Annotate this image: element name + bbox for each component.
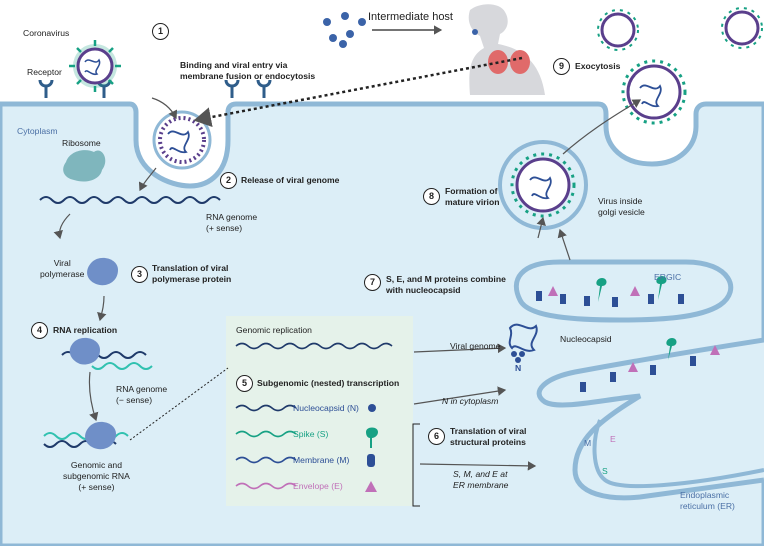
virus-inside-golgi-label: Virus inside golgi vesicle bbox=[598, 196, 645, 217]
step-6-text: Translation of viral structural proteins bbox=[450, 426, 527, 447]
step-7-badge: 7 bbox=[364, 274, 381, 291]
golgi-virion-icon bbox=[510, 152, 576, 218]
m-letter: M bbox=[584, 438, 592, 448]
spike-protein-icon bbox=[366, 427, 378, 448]
s-letter: S bbox=[602, 466, 608, 476]
endosome-virus-icon bbox=[152, 110, 212, 170]
genomic-replication-label: Genomic replication bbox=[236, 325, 312, 335]
nucleocapsid-label: Nucleocapsid bbox=[560, 334, 612, 344]
subgenomic-polymerase-icon bbox=[85, 421, 116, 450]
viral-polymerase-label: Viral polymerase bbox=[40, 258, 85, 279]
envelope-protein-icon bbox=[365, 481, 377, 492]
human-figure-icon bbox=[468, 4, 545, 95]
step-6-badge: 6 bbox=[428, 428, 445, 445]
step-5-text: Subgenomic (nested) transcription bbox=[257, 378, 400, 388]
n-small-label: N bbox=[515, 363, 522, 373]
bat-icons bbox=[323, 12, 366, 48]
receptors bbox=[38, 79, 272, 98]
membrane-protein-icon bbox=[367, 454, 375, 467]
step-1-badge: 1 bbox=[152, 23, 169, 40]
intermediate-host-label: Intermediate host bbox=[368, 11, 453, 23]
cytoplasm-label: Cytoplasm bbox=[17, 126, 58, 136]
membrane-proteins bbox=[536, 276, 720, 392]
step-2-badge: 2 bbox=[220, 172, 237, 189]
step-3-text: Translation of viral polymerase protein bbox=[152, 263, 232, 284]
ribosome-label: Ribosome bbox=[62, 138, 101, 148]
n-protein-icon bbox=[368, 404, 376, 412]
step-9-badge: 9 bbox=[553, 58, 570, 75]
coronavirus-icon bbox=[69, 40, 121, 92]
coronavirus-label: Coronavirus bbox=[23, 28, 70, 38]
rna-genome-plus bbox=[39, 196, 221, 204]
step-7-text: S, E, and M proteins combine with nucleo… bbox=[386, 274, 506, 295]
step-8-text: Formation of mature virion bbox=[445, 186, 500, 207]
polymerase-icon bbox=[87, 257, 118, 286]
ribosome-icon bbox=[63, 150, 106, 182]
step-2-text: Release of viral genome bbox=[241, 175, 340, 185]
viral-genome-label: Viral genome bbox=[450, 341, 501, 351]
step-1-text: Binding and viral entry via membrane fus… bbox=[180, 60, 316, 81]
rna-genome-minus-label: RNA genome (− sense) bbox=[116, 384, 168, 405]
step-3-badge: 3 bbox=[131, 266, 148, 283]
nucleocapsid-icon bbox=[508, 323, 538, 363]
step-8-badge: 8 bbox=[423, 188, 440, 205]
step-9-text: Exocytosis bbox=[575, 61, 621, 71]
genomic-subgenomic-label: Genomic and subgenomic RNA (+ sense) bbox=[63, 460, 130, 492]
rna-genome-plus-label: RNA genome (+ sense) bbox=[206, 212, 258, 233]
n-in-cytoplasm-label: N in cytoplasm bbox=[442, 396, 499, 406]
step-4-text: RNA replication bbox=[53, 325, 118, 335]
ergic-label: ERGIC bbox=[654, 272, 682, 282]
exiting-virion-icons bbox=[597, 7, 763, 125]
box-row-spike: Spike (S) bbox=[293, 429, 329, 439]
step-5-badge: 5 bbox=[236, 375, 253, 392]
receptor-label: Receptor bbox=[27, 67, 62, 77]
sme-at-er-label: S, M, and E at ER membrane bbox=[453, 469, 509, 490]
box-row-nucleocapsid: Nucleocapsid (N) bbox=[293, 403, 359, 413]
transmission-arrow bbox=[193, 56, 523, 128]
er-label: Endoplasmic reticulum (ER) bbox=[680, 490, 735, 511]
box-row-membrane: Membrane (M) bbox=[293, 455, 350, 465]
ergic-vesicle bbox=[513, 259, 734, 323]
box-wavy-lines bbox=[235, 342, 393, 490]
e-letter: E bbox=[610, 434, 616, 444]
step-4-badge: 4 bbox=[31, 322, 48, 339]
box-row-envelope: Envelope (E) bbox=[293, 481, 343, 491]
replication-polymerase-icon bbox=[69, 337, 100, 365]
